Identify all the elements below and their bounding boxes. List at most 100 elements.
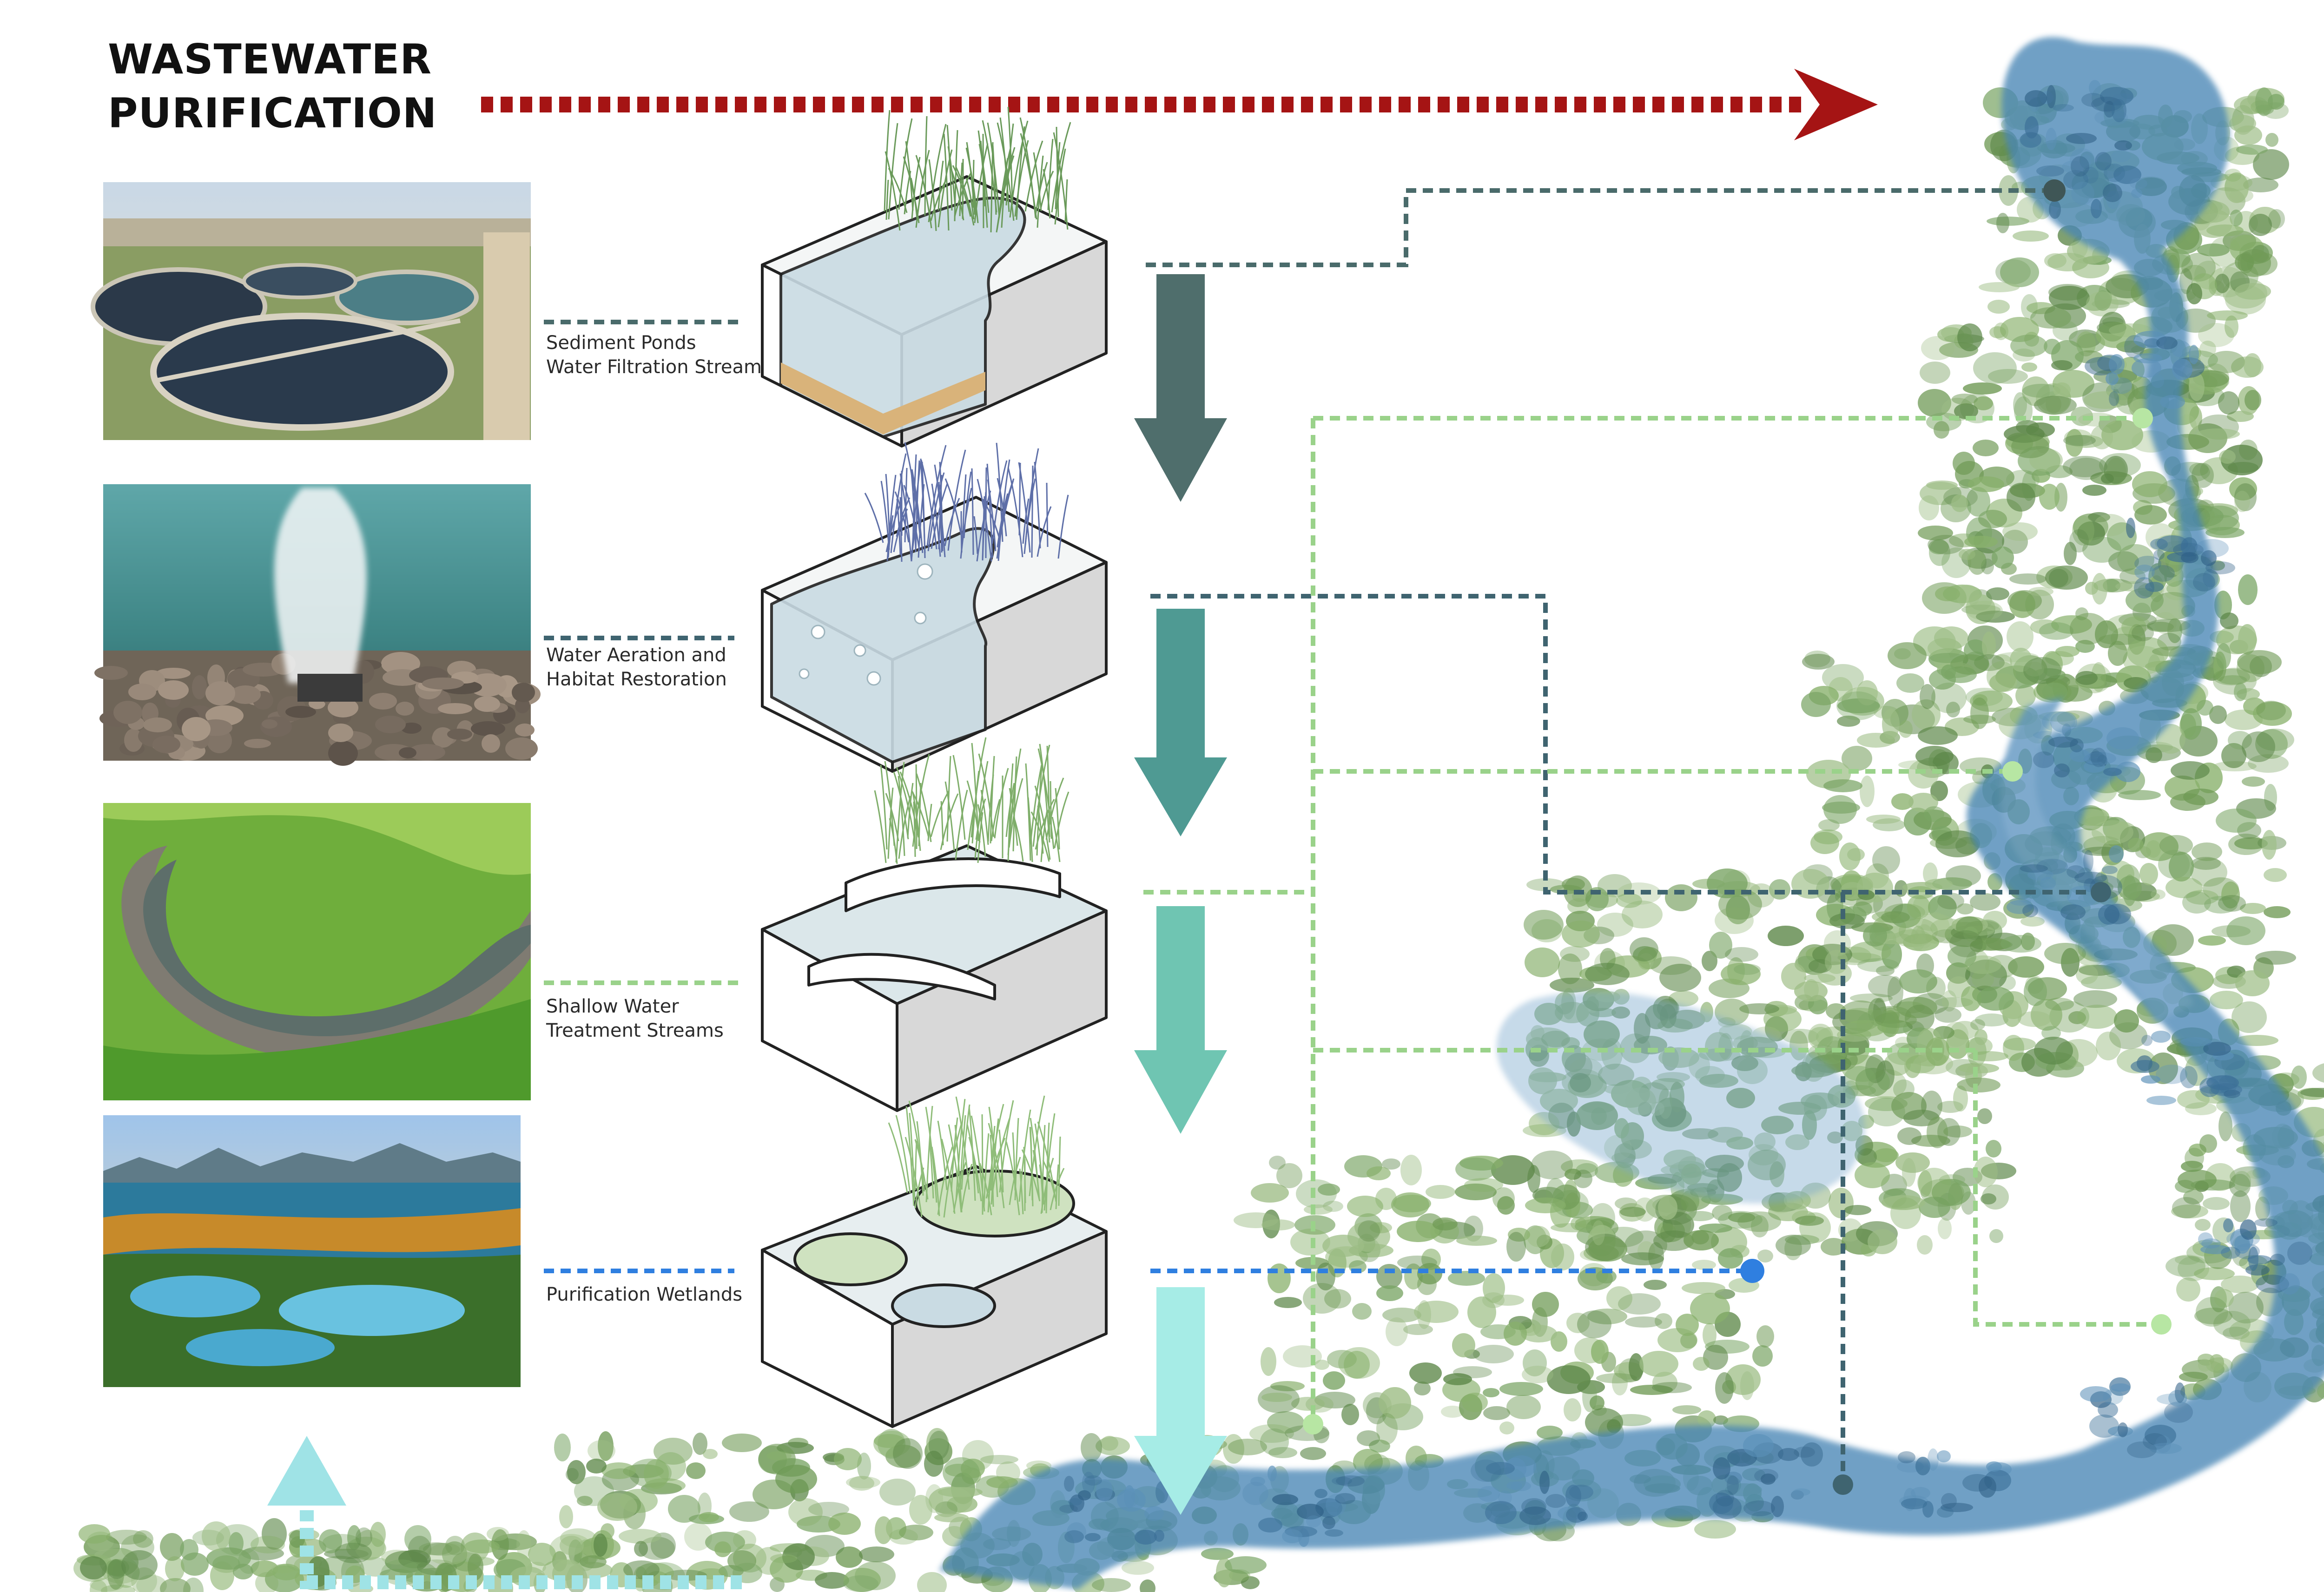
vegetation-patch	[1092, 1578, 1131, 1592]
vegetation-patch	[1751, 1215, 1769, 1237]
river-texture-spot	[2033, 731, 2061, 739]
grass-blade	[911, 461, 922, 562]
vegetation-patch	[1462, 1393, 1488, 1412]
vegetation-patch	[2179, 1372, 2208, 1382]
grass-blade	[955, 1099, 966, 1201]
vegetation-patch	[1938, 1218, 1952, 1239]
vegetation-patch	[934, 1513, 969, 1522]
grass-blade	[1032, 744, 1050, 847]
vegetation-patch	[1524, 910, 1564, 940]
vegetation-patch	[1587, 1309, 1627, 1324]
vegetation-patch	[2014, 396, 2033, 425]
vegetation-patch	[1658, 1196, 1677, 1220]
grass-blade	[1019, 1168, 1024, 1215]
vegetation-patch	[1756, 1325, 1774, 1348]
vegetation-patch	[1630, 937, 1658, 961]
vegetation-patch	[1682, 1282, 1725, 1294]
grass-blade	[908, 1100, 925, 1192]
vegetation-patch	[2180, 708, 2202, 740]
vegetation-patch	[1973, 352, 2017, 384]
river-texture-spot	[2091, 199, 2102, 218]
label-aeration: Water Aeration and Habitat Restoration	[546, 643, 727, 691]
block-shallow-streams	[761, 737, 1108, 1112]
vegetation-patch	[408, 1536, 431, 1563]
label-shallow-streams-line-1: Shallow Water	[546, 996, 679, 1017]
grass-blade	[880, 764, 888, 850]
vegetation-patch	[1918, 1170, 1932, 1197]
vegetation-patch	[1443, 1373, 1472, 1385]
vegetation-patch	[2096, 1032, 2121, 1060]
vegetation-patch	[2146, 747, 2162, 763]
grass-blade	[1039, 1164, 1044, 1203]
rock	[328, 724, 353, 742]
river-texture-spot	[2102, 866, 2118, 874]
river-texture-spot	[2198, 1232, 2213, 1246]
vegetation-patch	[1973, 440, 1999, 456]
vegetation-patch	[2128, 838, 2144, 852]
vegetation-patch	[875, 1516, 892, 1544]
vegetation-patch	[1844, 1205, 1871, 1215]
grass-blade	[971, 737, 987, 838]
vegetation-patch	[2225, 172, 2249, 203]
grass-blade	[1037, 748, 1055, 849]
vegetation-patch	[2216, 809, 2257, 833]
grass-blade	[941, 1138, 956, 1214]
rock	[192, 675, 207, 699]
vegetation-patch	[1739, 1003, 1779, 1014]
grass-blade	[905, 1106, 915, 1206]
vegetation-patch	[1977, 1108, 1992, 1124]
vegetation-patch	[1276, 1163, 1302, 1188]
vegetation-patch	[1842, 746, 1872, 771]
river-texture-spot	[2193, 573, 2215, 592]
connector-lines	[1143, 188, 2161, 1485]
river-texture-spot	[1565, 1485, 1581, 1507]
vegetation-patch	[2214, 1289, 2234, 1308]
vegetation-patch	[2077, 1005, 2117, 1029]
vegetation-patch	[1822, 802, 1860, 814]
vegetation-patch	[1574, 1170, 1592, 1188]
river-texture-spot	[2201, 1238, 2221, 1249]
vegetation-patch	[1558, 954, 1582, 984]
river-texture-spot	[2155, 1435, 2171, 1453]
grass-blade	[898, 796, 911, 859]
vegetation-patch	[1314, 1360, 1329, 1370]
vegetation-patch	[899, 1525, 933, 1540]
vegetation-patch	[1712, 1205, 1732, 1221]
vegetation-patch	[1888, 642, 1927, 669]
vegetation-patch	[1918, 526, 1953, 540]
vegetation-patch	[2238, 574, 2258, 605]
vegetation-patch	[2039, 484, 2060, 510]
river-texture-spot	[2020, 864, 2048, 873]
vegetation-patch	[1899, 720, 1913, 738]
vegetation-patch	[1499, 1421, 1514, 1434]
vegetation-patch	[2192, 842, 2222, 861]
vegetation-patch	[2044, 253, 2067, 268]
vegetation-patch	[1899, 969, 1937, 993]
river-texture-spot	[1941, 1493, 1957, 1509]
vegetation-patch	[1757, 1250, 1773, 1263]
vegetation-patch	[1455, 1158, 1496, 1181]
vegetation-patch	[1937, 893, 1964, 909]
vegetation-patch	[2023, 657, 2061, 684]
river-texture-spot	[2054, 763, 2070, 777]
vegetation-patch	[1338, 1347, 1380, 1379]
rock	[328, 698, 358, 717]
vegetation-patch	[2216, 643, 2231, 669]
river-texture-spot	[2172, 359, 2192, 380]
vegetation-patch	[2073, 990, 2117, 1008]
vegetation-patch	[2092, 573, 2107, 605]
vegetation-patch	[1290, 1229, 1330, 1256]
vegetation-patch	[1551, 1223, 1594, 1232]
vegetation-patch	[1702, 951, 1717, 971]
vegetation-patch	[1868, 975, 1901, 997]
rock	[505, 737, 538, 760]
vegetation-patch	[2198, 935, 2226, 946]
vegetation-patch	[1241, 1576, 1260, 1589]
river-texture-spot	[1064, 1530, 1084, 1543]
river-texture-spot	[1485, 1501, 1517, 1524]
vegetation-patch	[2243, 178, 2278, 192]
grass-blade	[910, 178, 918, 219]
grass-blade	[977, 812, 984, 863]
river-texture-spot	[2080, 1386, 2112, 1402]
rock	[244, 739, 271, 748]
